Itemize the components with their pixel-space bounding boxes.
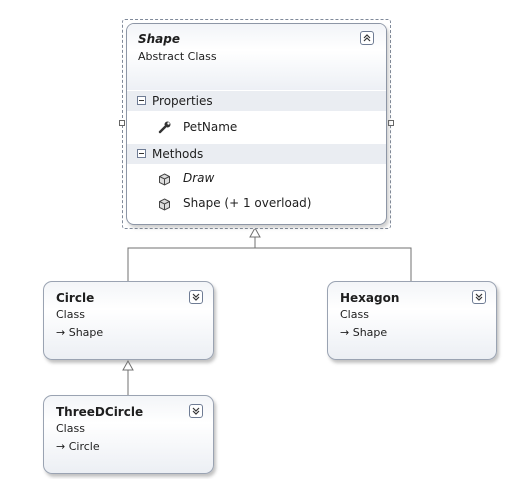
methods-label: Methods xyxy=(152,147,204,161)
class-base: → Shape xyxy=(56,326,104,339)
property-petname[interactable]: PetName xyxy=(183,120,238,134)
inheritance-arrowhead-shape xyxy=(249,226,261,238)
class-shape-header xyxy=(127,24,386,90)
class-name: Circle xyxy=(56,291,95,305)
method-cube-icon xyxy=(158,196,171,215)
class-circle[interactable]: Circle Class → Shape xyxy=(43,281,214,360)
collapse-chevron-up-icon[interactable] xyxy=(360,31,374,45)
methods-section-header[interactable] xyxy=(127,144,386,164)
method-draw[interactable]: Draw xyxy=(183,171,215,185)
connector-circle-to-shape xyxy=(127,247,255,281)
method-shape-constructor[interactable]: Shape (+ 1 overload) xyxy=(183,196,312,210)
expand-chevron-down-icon[interactable] xyxy=(189,404,203,418)
expand-chevron-down-icon[interactable] xyxy=(472,290,486,304)
class-kind: Abstract Class xyxy=(138,50,217,63)
resize-handle-right[interactable] xyxy=(388,120,394,126)
method-cube-icon xyxy=(158,171,171,190)
collapse-minus-icon[interactable] xyxy=(137,96,146,105)
inheritance-arrowhead-circle xyxy=(122,359,134,371)
class-kind: Class xyxy=(56,308,85,321)
class-base: → Circle xyxy=(56,440,100,453)
class-kind: Class xyxy=(56,422,85,435)
class-kind: Class xyxy=(340,308,369,321)
class-base: → Shape xyxy=(340,326,388,339)
properties-label: Properties xyxy=(152,94,213,108)
wrench-property-icon xyxy=(158,119,172,138)
class-name: Hexagon xyxy=(340,291,400,305)
class-name: Shape xyxy=(138,32,181,46)
class-shape[interactable]: Shape Abstract Class Properties PetName … xyxy=(126,23,387,225)
class-threedcircle[interactable]: ThreeDCircle Class → Circle xyxy=(43,395,214,474)
properties-section-header[interactable] xyxy=(127,91,386,111)
collapse-minus-icon[interactable] xyxy=(137,149,146,158)
class-name: ThreeDCircle xyxy=(56,405,144,419)
resize-handle-left[interactable] xyxy=(119,120,125,126)
expand-chevron-down-icon[interactable] xyxy=(189,290,203,304)
connector-hexagon-to-shape xyxy=(255,247,412,281)
class-hexagon[interactable]: Hexagon Class → Shape xyxy=(327,281,497,360)
